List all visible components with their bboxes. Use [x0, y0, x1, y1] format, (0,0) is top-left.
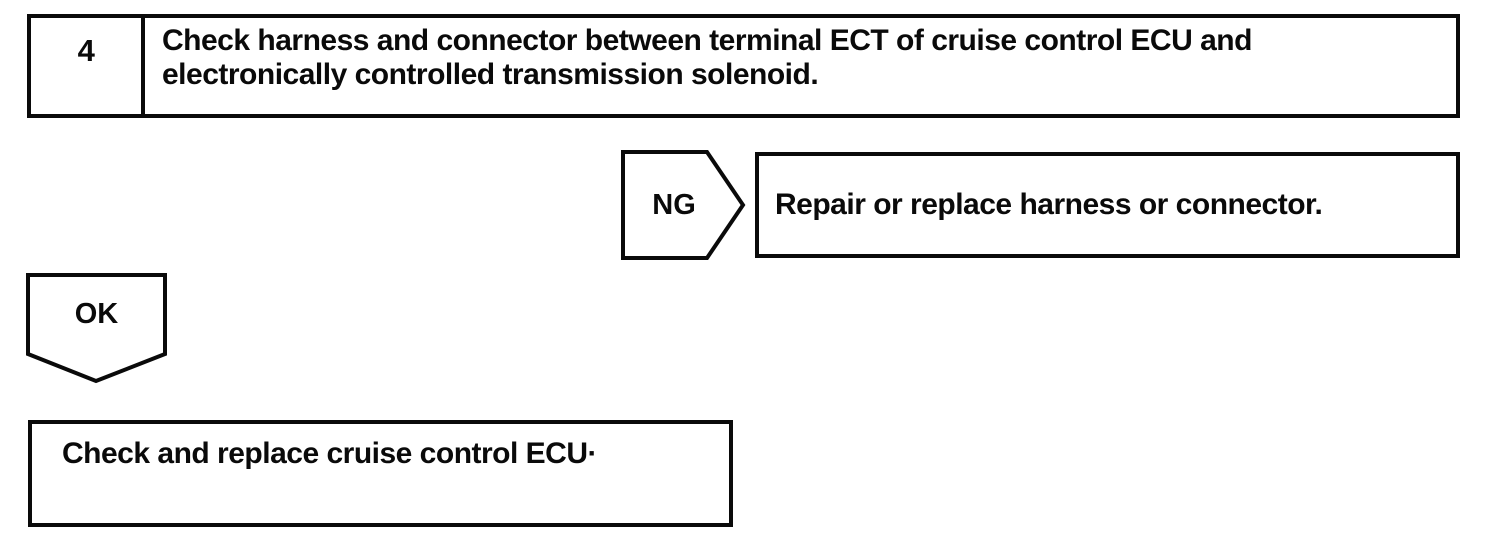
- ok-action-text: Check and replace cruise control ECU·: [62, 437, 598, 470]
- ng-branch-pointer: NG: [621, 150, 746, 260]
- ng-pointer-outline: [621, 150, 746, 260]
- ok-label: OK: [74, 297, 119, 330]
- ng-action-text: Repair or replace harness or connector.: [775, 188, 1323, 221]
- ng-label: NG: [652, 188, 696, 221]
- step-number: 4: [31, 18, 145, 114]
- ok-action-box: Check and replace cruise control ECU·: [28, 420, 733, 527]
- step-instruction: Check harness and connector between term…: [162, 24, 1252, 91]
- ok-pointer-outline: [26, 273, 167, 384]
- ng-pointer-shape: [621, 150, 746, 260]
- ng-action-box: Repair or replace harness or connector.: [755, 152, 1460, 258]
- ok-branch-pointer: OK: [26, 273, 167, 384]
- ok-pointer-shape: [26, 273, 167, 384]
- step-box: 4 Check harness and connector between te…: [27, 14, 1460, 118]
